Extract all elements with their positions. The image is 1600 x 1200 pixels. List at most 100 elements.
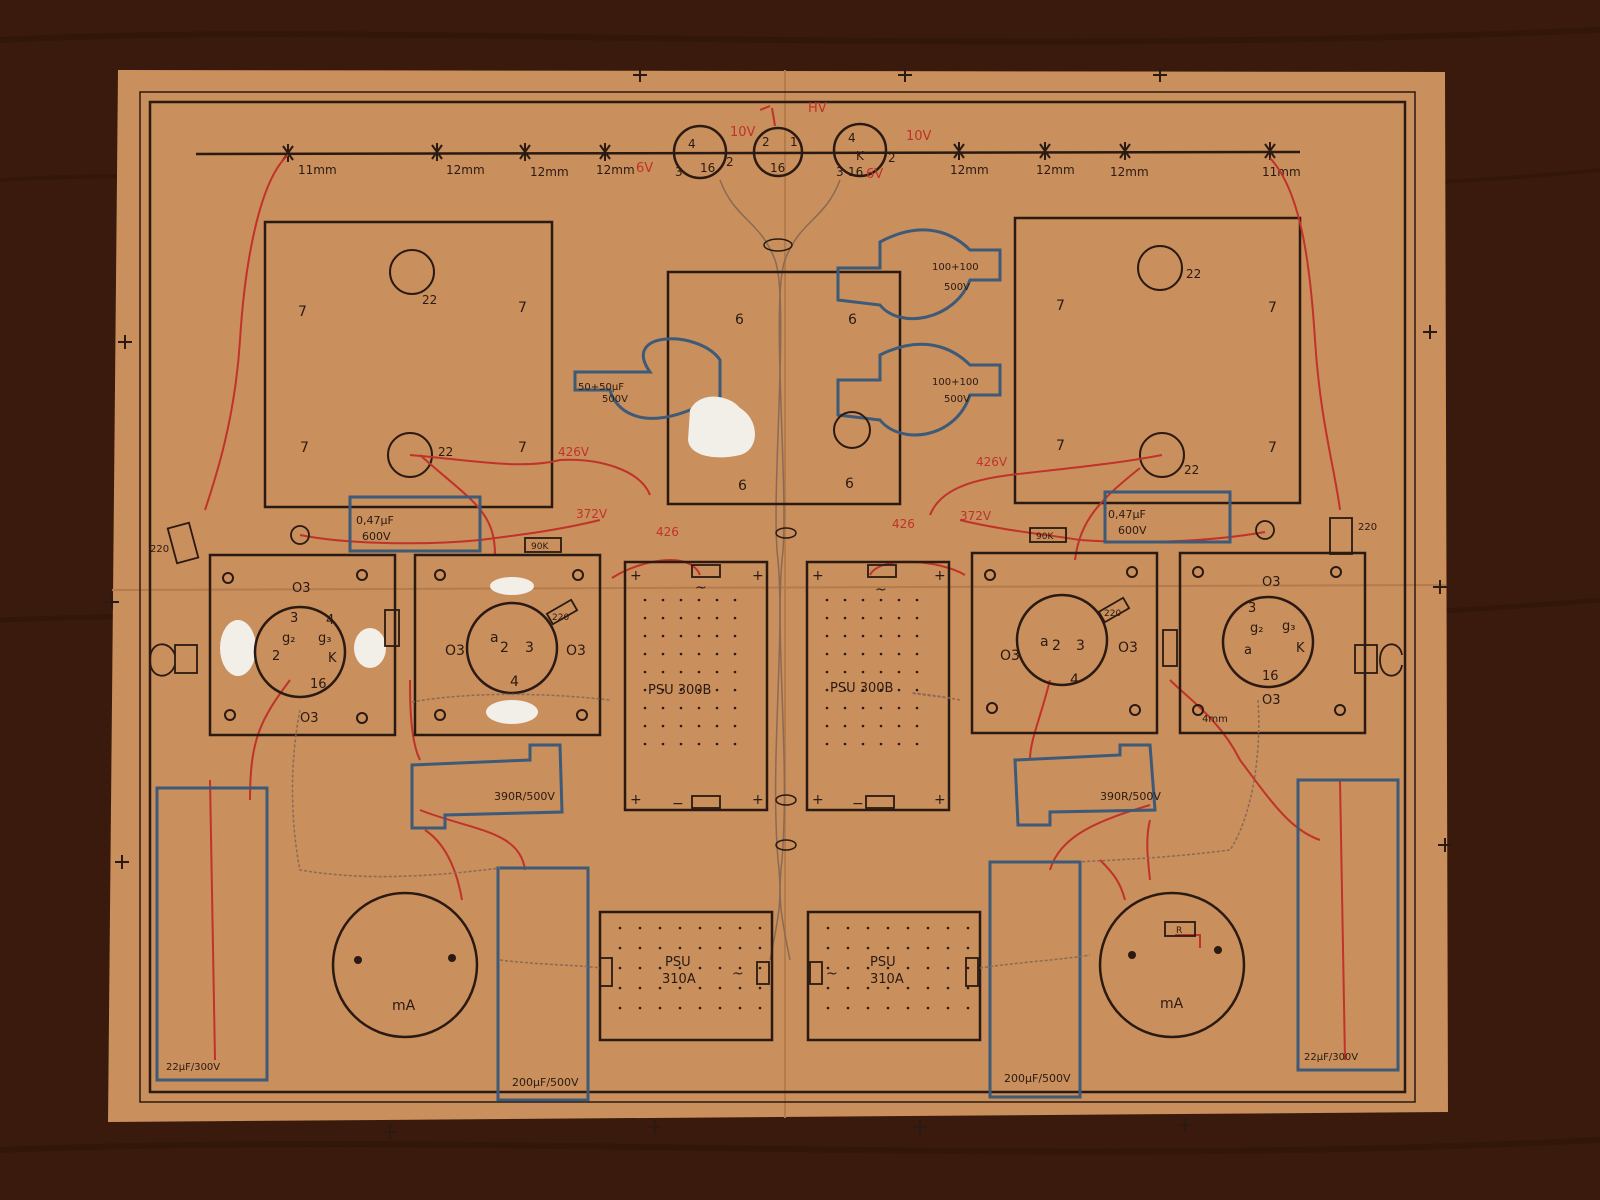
perfboard-dot (678, 986, 682, 990)
perfboard-dot (906, 946, 910, 950)
perfboard-dot (679, 688, 683, 692)
l300-o3-bottom: O3 (300, 711, 319, 726)
perfboard-dot (678, 946, 682, 950)
r300-pin16: 16 (1262, 669, 1279, 684)
cap-22uf-right-label: 22µF/300V (1304, 1052, 1358, 1063)
perfboard-dot (946, 926, 950, 930)
perfboard-dot (879, 688, 883, 692)
socket-driver-right-pins: a 2 3 4 O3 O3 (1000, 634, 1138, 688)
ot-left-7a: 7 (298, 304, 307, 320)
resistor-90k-right (1029, 527, 1067, 543)
heater-mid-label: HV (808, 101, 827, 116)
tube-plate-300b-right (1178, 551, 1367, 735)
ot-right-hole-22-b: 22 (1184, 463, 1199, 477)
perfboard-dot (897, 706, 901, 710)
heater-voltage-labels: 10V HV 10V 6V 6V (636, 101, 932, 182)
ot-right-7c: 7 (1056, 438, 1065, 454)
perfboard-dot (879, 742, 883, 746)
perfboard-dot (661, 634, 665, 638)
perfboard-dot (826, 926, 830, 930)
ot-left-bushing-bottom (387, 432, 433, 478)
socket-300b-left-pins: 3 g₂ 4 g₃ 2 K 16 (272, 611, 337, 692)
psu-310a-dot-grids (618, 926, 970, 1010)
resistor-220-right-label: 220 (1104, 609, 1121, 619)
perfboard-dot (825, 706, 829, 710)
meter-right (1098, 891, 1246, 1039)
perfboard-dot (866, 1006, 870, 1010)
perfboard-dot (718, 946, 722, 950)
perfboard-dot (886, 986, 890, 990)
perfboard-dot (643, 688, 647, 692)
cap-100b-volt: 500V (944, 394, 970, 405)
perfboard-dot (718, 1006, 722, 1010)
r300-pink: K (1296, 641, 1305, 656)
p31l-tilde: ~ (732, 966, 744, 982)
ot-left-hole-22-a: 22 (422, 293, 437, 307)
mains-grommet (833, 411, 871, 449)
ld-pin2: 2 (500, 640, 509, 656)
heater-right-label: 10V (906, 129, 932, 144)
l300-g3: g₃ (318, 631, 331, 646)
socket-300b-right-pins: 3 g₂ g₃ a K 16 (1244, 601, 1305, 684)
socket-driver-left-pins: a 2 3 4 O3 O3 (445, 630, 586, 690)
psu-310a-left-l1: PSU (665, 955, 691, 970)
cap-100a-volt: 500V (944, 282, 970, 293)
socket-right-pin4: 4 (848, 131, 856, 145)
perfboard-dot (697, 616, 701, 620)
perfboard-dot (926, 926, 930, 930)
perfboard-dot (897, 688, 901, 692)
l300-pin2: 2 (272, 649, 280, 664)
coupling-cap-right-volt: 600V (1118, 524, 1147, 537)
input-socket-left: 4 16 3 2 (672, 124, 734, 180)
r300-screws (1192, 566, 1346, 716)
perfboard-dot (915, 616, 919, 620)
input-socket-mid: 2 1 16 (752, 126, 804, 178)
perfboard-dot (758, 1006, 762, 1010)
perfboard-dot (897, 742, 901, 746)
p3l-plus-tl: + (630, 568, 642, 584)
perfboard-dot (915, 598, 919, 602)
perfboard-dot (638, 966, 642, 970)
perfboard-dot (886, 946, 890, 950)
outer-border (148, 100, 1407, 1094)
perfboard-dot (661, 724, 665, 728)
cap-200uf-left-label: 200µF/500V (512, 1076, 579, 1089)
perfboard-dot (946, 986, 950, 990)
perfboard-dot (661, 706, 665, 710)
socket-mid-pin1: 1 (790, 135, 798, 149)
perfboard-dot (718, 966, 722, 970)
p3l-plus-tr: + (752, 568, 764, 584)
l300-pink: K (328, 651, 337, 666)
p3r-plus-br: + (934, 792, 946, 808)
coupling-cap-left (348, 495, 482, 553)
ot-left-7b: 7 (518, 300, 527, 316)
volt-372-left: 372V (576, 507, 608, 521)
resistor-390r-left-label: 390R/500V (494, 790, 555, 803)
cap-can-100-100-a (836, 228, 1002, 321)
ot-left-mount-holes: 7 7 7 7 (298, 300, 527, 456)
perfboard-dot (643, 598, 647, 602)
perfboard-dot (861, 742, 865, 746)
perfboard-dot (825, 688, 829, 692)
cap-50-volt: 500V (602, 394, 628, 405)
meter-terminals (354, 946, 1222, 964)
heater-left-label: 10V (730, 125, 756, 140)
input-socket-right: 4 K 16 3 2 (832, 122, 896, 179)
perfboard-dot (679, 724, 683, 728)
perfboard-dot (915, 724, 919, 728)
volt-426-left: 426V (558, 445, 590, 459)
perfboard-dot (618, 966, 622, 970)
ot-right-7b: 7 (1268, 300, 1277, 316)
perfboard-dot (915, 706, 919, 710)
rd-o3-right: O3 (1118, 640, 1138, 656)
perfboard-dot (897, 670, 901, 674)
perfboard-dot (618, 1006, 622, 1010)
ot-right-bushing-bottom (1139, 432, 1185, 478)
perfboard-dot (698, 946, 702, 950)
p3l-tilde: ~ (695, 580, 707, 596)
perfboard-dot (879, 616, 883, 620)
perfboard-dot (886, 1006, 890, 1010)
r300-4mm: 4mm (1202, 714, 1228, 725)
perfboard-dot (879, 652, 883, 656)
